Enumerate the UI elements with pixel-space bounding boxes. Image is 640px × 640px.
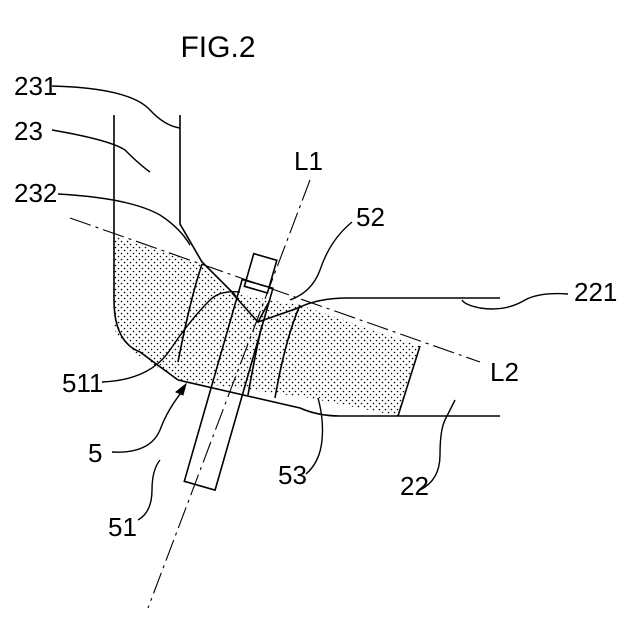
leader-52 [290, 222, 352, 300]
label-53: 53 [278, 460, 307, 490]
label-22: 22 [400, 471, 429, 501]
arrowhead-5 [176, 384, 186, 395]
leader-53 [306, 398, 323, 474]
label-232: 232 [14, 178, 57, 208]
label-52: 52 [356, 202, 385, 232]
leader-23 [52, 130, 150, 172]
label-231: 231 [14, 71, 57, 101]
bolt-head [244, 254, 276, 293]
label-511: 511 [62, 368, 103, 398]
leader-51 [138, 460, 160, 520]
leader-231 [52, 86, 180, 128]
stippled-region [114, 236, 420, 416]
leader-5 [112, 388, 185, 452]
label-221: 221 [574, 277, 617, 307]
label-l1: L1 [294, 146, 323, 176]
label-51: 51 [108, 512, 137, 542]
leader-221 [462, 294, 568, 309]
label-5: 5 [88, 438, 102, 468]
label-l2: L2 [490, 357, 519, 387]
label-23: 23 [14, 116, 43, 146]
figure-title: FIG.2 [180, 31, 255, 64]
leader-232 [58, 194, 190, 245]
